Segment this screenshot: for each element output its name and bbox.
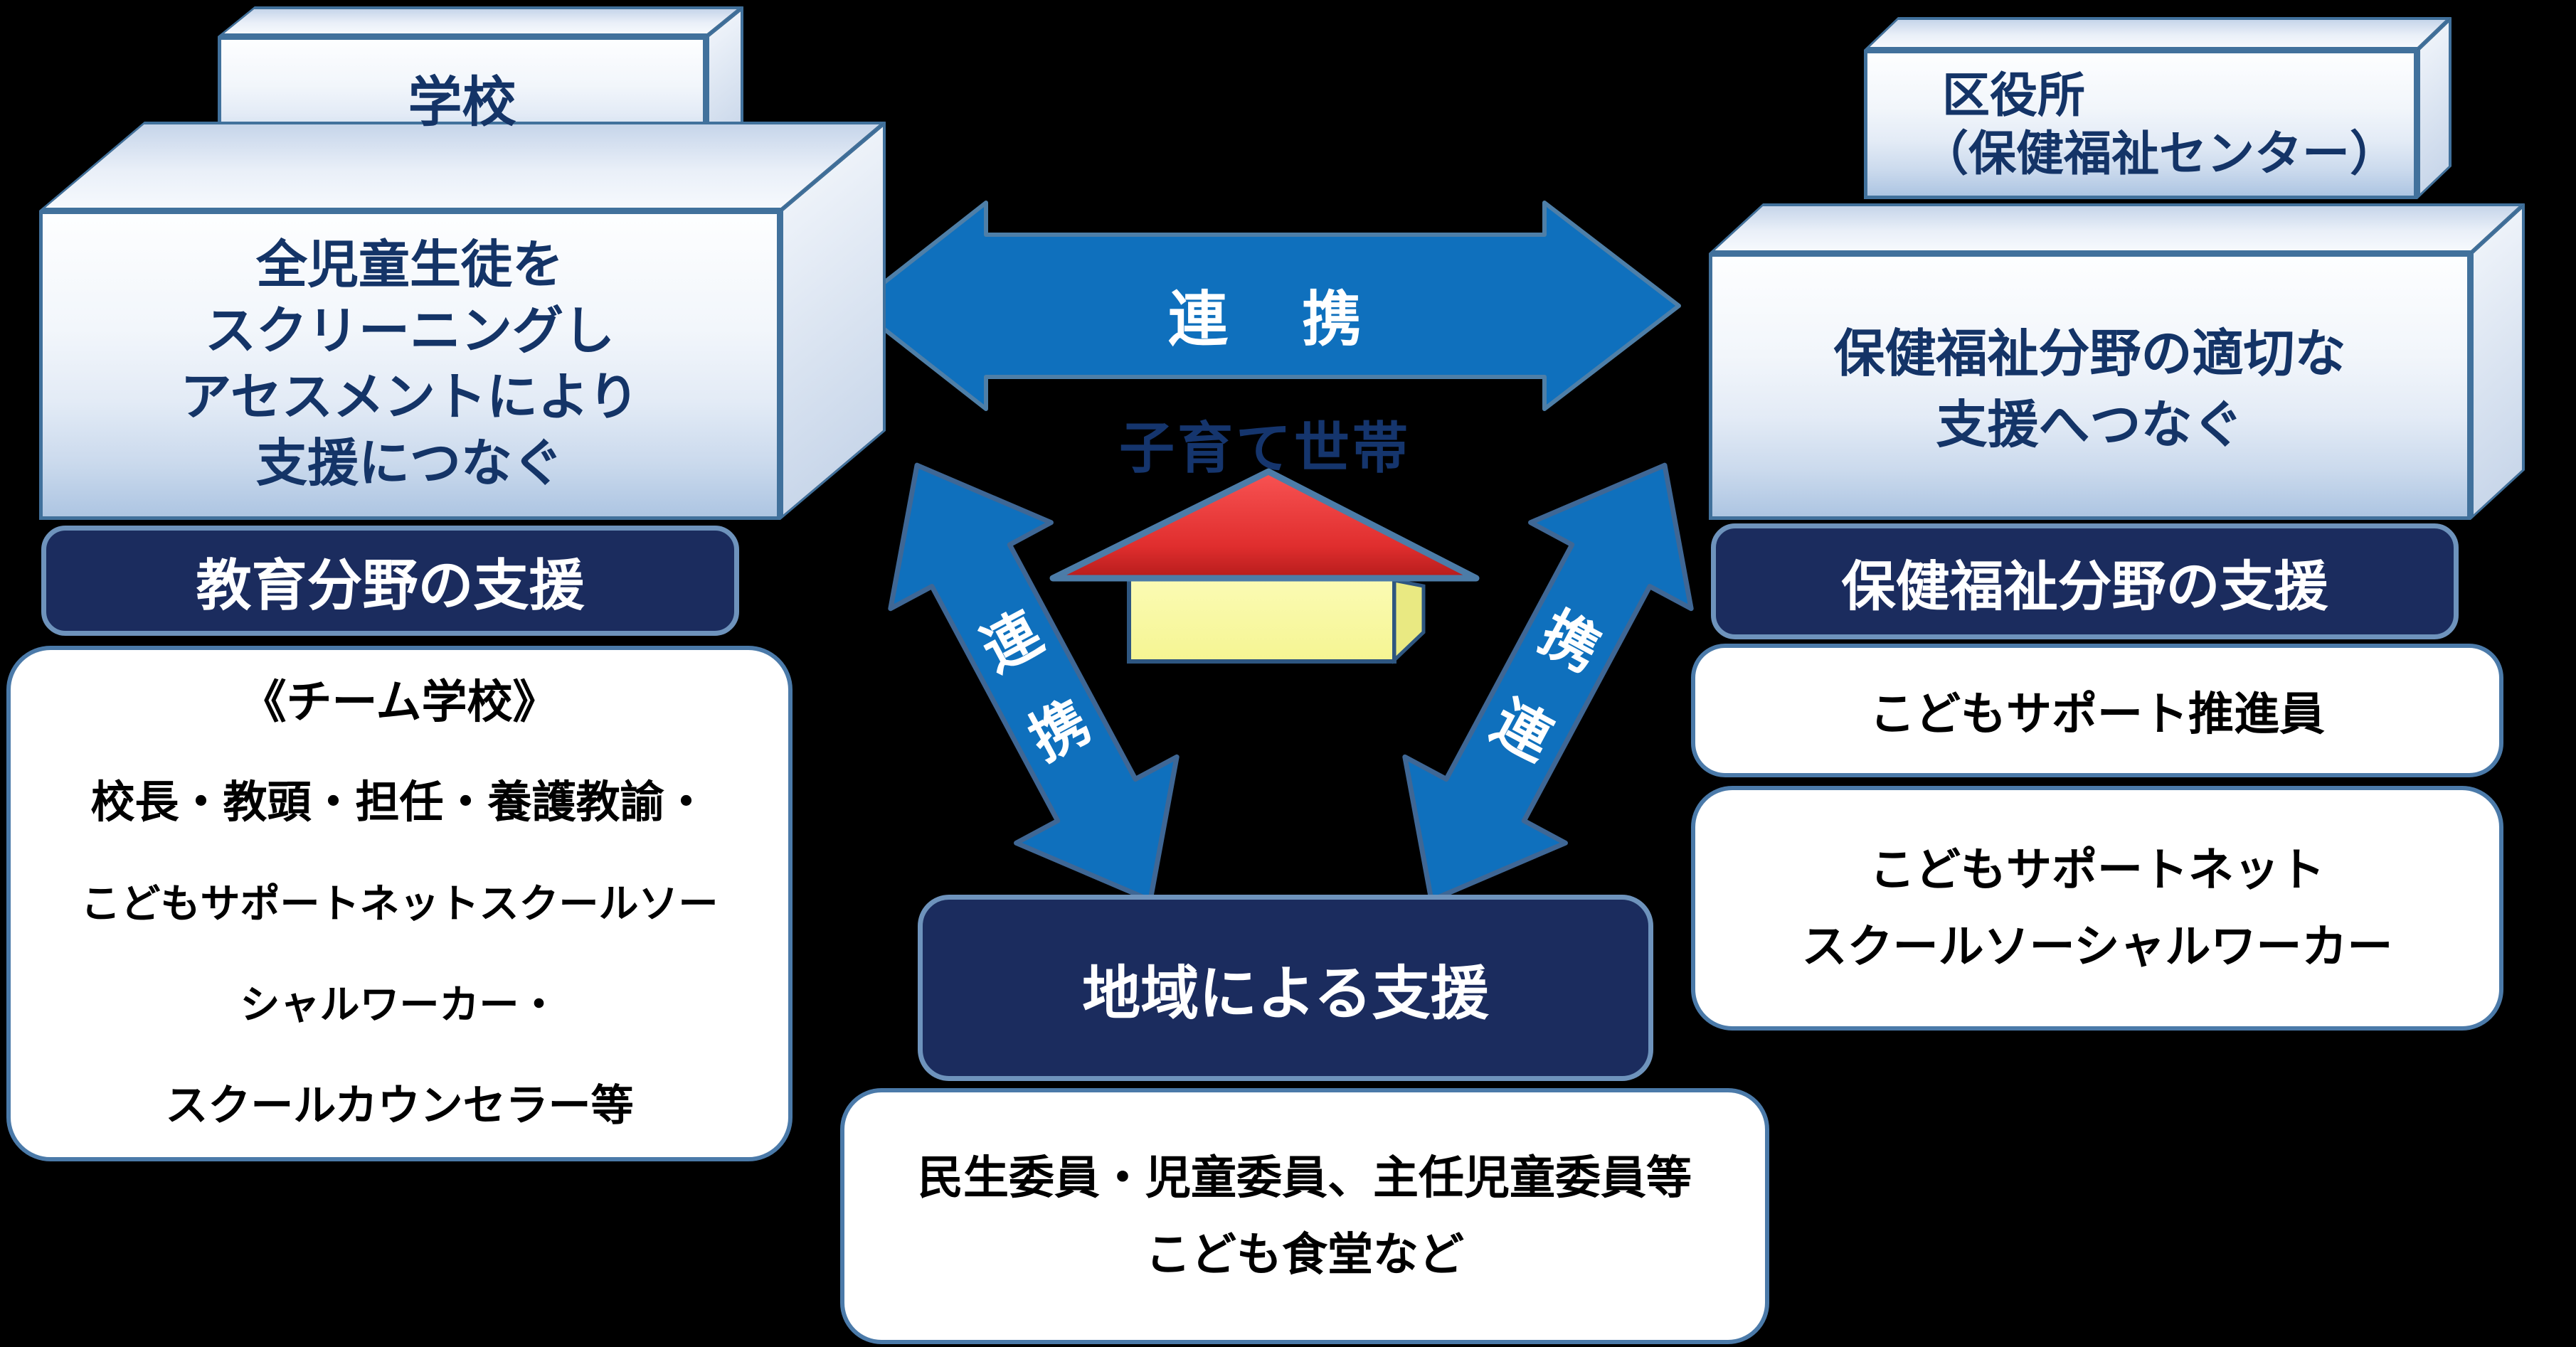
education-support-label: 教育分野の支援 <box>41 526 739 636</box>
kodomo-support-net-line-1: こどもサポートネット <box>1870 844 2325 895</box>
team-school-line-1: 《チーム学校》 <box>240 676 558 728</box>
community-support-text: 地域による支援 <box>1082 961 1489 1026</box>
ward-title-line-2: （保健福祉センター） <box>1921 127 2397 181</box>
community-support-label: 地域による支援 <box>918 895 1653 1081</box>
welfare-line-1: 保健福祉分野の適切な <box>1833 326 2346 383</box>
ward-cube-top <box>1864 17 2452 50</box>
kodomo-support-net-line-2: スクールソーシャルワーカー <box>1801 921 2393 972</box>
team-school-box: 《チーム学校》 校長・教頭・担任・養護教諭・ こどもサポートネットスクールソー … <box>6 646 793 1161</box>
welfare-support-label: 保健福祉分野の支援 <box>1711 523 2459 639</box>
kodomo-support-suishinin-text: こどもサポート推進員 <box>1870 688 2325 740</box>
renkei-horizontal-label: 連 携 <box>1167 286 1369 353</box>
ward-cube-front <box>1864 50 2417 199</box>
renkei-diagonal-arrow-left: 連 携 <box>888 462 1180 903</box>
welfare-support-text: 保健福祉分野の支援 <box>1841 556 2328 617</box>
renkei-diagonal-arrow-right: 携 連 <box>1402 462 1694 903</box>
team-school-line-4: シャルワーカー・ <box>240 981 559 1027</box>
screening-cube-text: 全児童生徒を スクリーニングし アセスメントにより 支援につなぐ <box>39 233 780 497</box>
ward-cube-title: 区役所 （保健福祉センター） <box>1921 67 2419 183</box>
kodomo-support-net-box: こどもサポートネット スクールソーシャルワーカー <box>1691 786 2503 1031</box>
school-cube-top <box>218 6 743 36</box>
screening-line-2: スクリーニングし <box>204 303 615 360</box>
community-line-1: 民生委員・児童委員、主任児童委員等 <box>918 1152 1692 1203</box>
screening-line-3: アセスメントにより <box>180 369 640 426</box>
screening-line-4: 支援につなぐ <box>255 435 563 492</box>
screening-line-1: 全児童生徒を <box>255 237 563 294</box>
kodomo-support-suishinin-box: こどもサポート推進員 <box>1691 644 2503 777</box>
welfare-cube-front <box>1709 253 2471 520</box>
screening-cube-front <box>39 211 780 520</box>
education-support-text: 教育分野の支援 <box>196 553 585 617</box>
welfare-cube-top <box>1709 203 2525 253</box>
renkei-horizontal-arrow <box>852 201 1681 411</box>
team-school-line-2: 校長・教頭・担任・養護教諭・ <box>90 777 709 827</box>
community-detail-box: 民生委員・児童委員、主任児童委員等 こども食堂など <box>840 1088 1769 1344</box>
school-cube-title: 学校 <box>408 73 516 133</box>
welfare-cube-side <box>2471 203 2525 520</box>
team-school-line-3: こどもサポートネットスクールソー <box>80 880 719 926</box>
welfare-line-2: 支援へつなぐ <box>1936 397 2244 454</box>
team-school-line-5: スクールカウンセラー等 <box>165 1081 634 1129</box>
community-line-2: こども食堂など <box>1145 1229 1464 1280</box>
welfare-cube-text: 保健福祉分野の適切な 支援へつなぐ <box>1709 319 2471 461</box>
household-label: 子育て世帯 <box>1118 417 1411 479</box>
ward-title-line-1: 区役所 <box>1942 69 2085 122</box>
house-icon <box>1049 468 1480 664</box>
